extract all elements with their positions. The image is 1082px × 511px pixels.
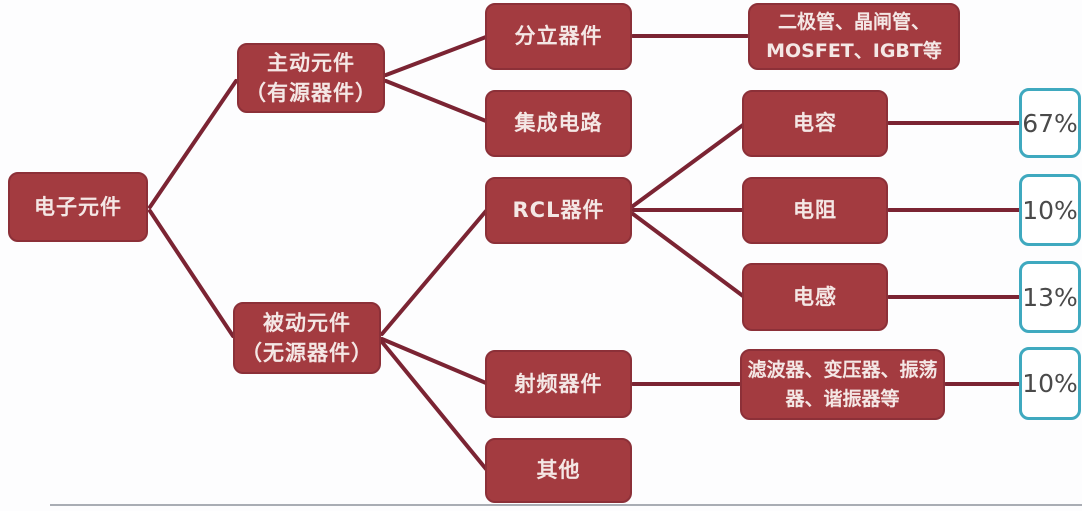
node-resistor: 电阻 [742, 177, 888, 244]
node-discrete-devices: 分立器件 [485, 3, 632, 70]
node-electronic-components: 电子元件 [8, 172, 148, 242]
node-inductor: 电感 [742, 263, 888, 331]
percent-rf-devices: 10% [1019, 347, 1081, 420]
percent-inductor: 13% [1019, 261, 1081, 333]
node-rcl-devices: RCL器件 [485, 177, 632, 244]
node-capacitor: 电容 [742, 90, 888, 157]
node-rf-devices-detail: 滤波器、变压器、振荡 器、谐振器等 [740, 349, 945, 420]
node-discrete-devices-detail: 二极管、晶闸管、 MOSFET、IGBT等 [748, 3, 960, 70]
node-active-components: 主动元件 （有源器件） [237, 43, 385, 113]
bottom-divider [50, 504, 1082, 506]
node-passive-components: 被动元件 （无源器件） [233, 302, 381, 374]
node-rf-devices: 射频器件 [485, 350, 632, 418]
node-other: 其他 [485, 438, 632, 503]
percent-resistor: 10% [1019, 174, 1081, 246]
percent-capacitor: 67% [1019, 88, 1081, 158]
node-integrated-circuits: 集成电路 [485, 90, 632, 157]
